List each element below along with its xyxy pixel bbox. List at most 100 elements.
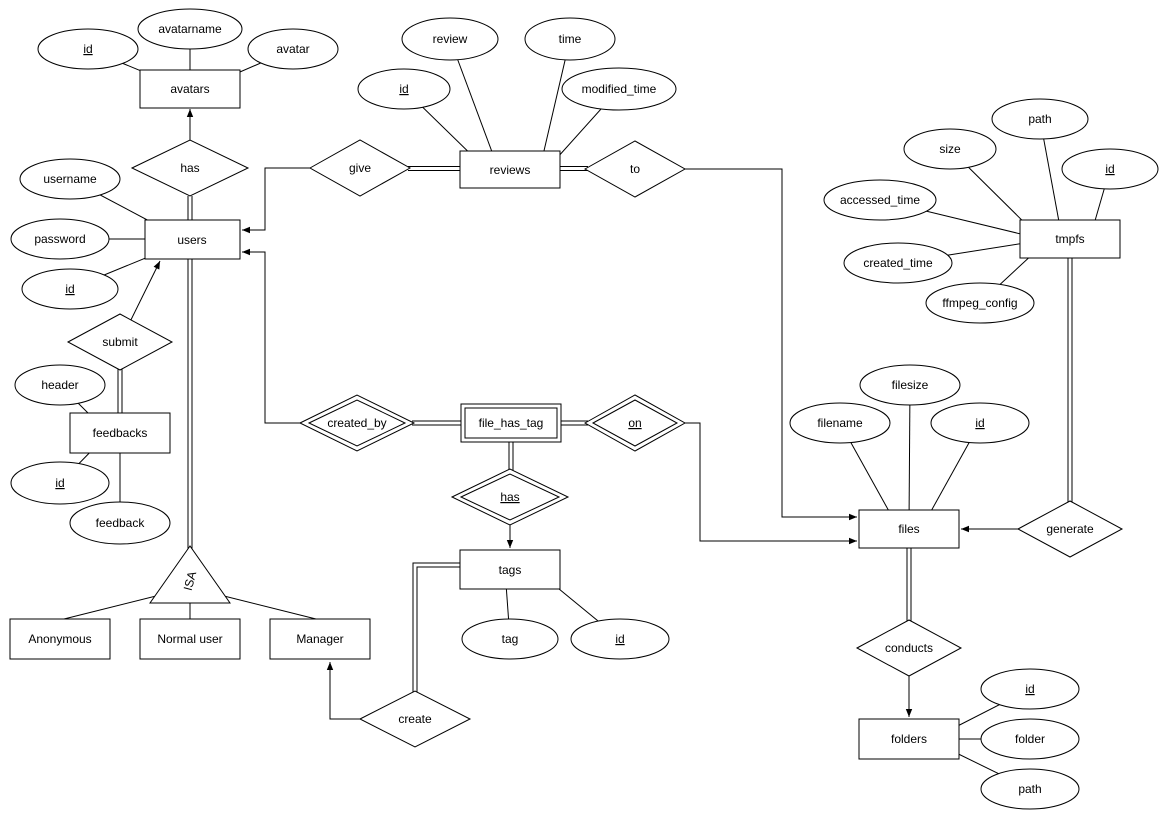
entity-users-shape	[144, 219, 241, 260]
attribute-tmpfs-size-shape	[903, 128, 997, 170]
relationship-has-tag: has	[450, 468, 570, 526]
entity-files: files	[858, 509, 960, 549]
attributes: id avatarname avatar review time id modi…	[10, 8, 1159, 810]
relationship-created-by: created_by	[298, 394, 416, 452]
relationship-has-avatar-shape	[130, 139, 250, 197]
relationship-to-label: to	[630, 162, 640, 176]
attribute-filesize: filesize	[859, 364, 961, 406]
entity-file-has-tag-label: file_has_tag	[479, 416, 544, 430]
attribute-feedbacks-id: id	[10, 461, 110, 505]
attribute-filename-shape	[789, 402, 891, 444]
edge-isa-anonymous	[59, 591, 173, 621]
attribute-header-label: header	[41, 378, 78, 392]
attribute-feedbacks-id-label: id	[55, 476, 64, 490]
relationship-has-avatar-label: has	[180, 161, 199, 175]
entity-anonymous: Anonymous	[9, 618, 111, 660]
attribute-password-label: password	[34, 232, 85, 246]
relationship-conducts: conducts	[855, 619, 963, 677]
entity-users-label: users	[177, 233, 206, 247]
edge-reviews-to-double	[558, 166, 588, 171]
edge-files-conducts-double	[906, 547, 912, 622]
attribute-folders-path: path	[980, 768, 1080, 810]
attribute-feedback: feedback	[69, 501, 171, 545]
attribute-avatar: avatar	[247, 28, 339, 70]
attribute-ffmpeg-config: ffmpeg_config	[925, 282, 1035, 324]
attribute-tmpfs-id-shape	[1061, 148, 1159, 190]
attribute-avatarname-label: avatarname	[158, 22, 222, 36]
attribute-tag-shape	[461, 618, 559, 660]
attribute-avatarname-shape	[137, 8, 243, 50]
attribute-username-label: username	[43, 172, 97, 186]
attribute-tmpfs-size-label: size	[939, 142, 961, 156]
edge-attr-filesize	[908, 384, 911, 526]
relationship-on: on	[583, 394, 687, 452]
attribute-avatarname: avatarname	[137, 8, 243, 50]
relationship-generate-shape	[1016, 500, 1124, 558]
relationship-give-shape	[308, 139, 412, 197]
attribute-folders-id: id	[980, 668, 1080, 710]
attribute-filename: filename	[789, 402, 891, 444]
relationship-conducts-shape	[855, 619, 963, 677]
entity-folders: folders	[858, 718, 960, 760]
attribute-time-label: time	[559, 32, 582, 46]
attribute-avatars-id: id	[37, 28, 139, 70]
attribute-users-id-shape	[21, 268, 119, 310]
attribute-ffmpeg-config-shape	[925, 282, 1035, 324]
attribute-folder: folder	[980, 718, 1080, 760]
relationship-generate: generate	[1016, 500, 1124, 558]
attribute-reviews-id-shape	[357, 68, 451, 110]
entity-reviews: reviews	[459, 150, 561, 189]
attribute-review: review	[401, 17, 499, 61]
relationship-submit-shape	[66, 313, 174, 371]
entity-tmpfs-shape	[1019, 219, 1121, 259]
attribute-tags-id-shape	[570, 618, 670, 660]
attribute-accessed-time: accessed_time	[823, 179, 937, 221]
entity-avatars: avatars	[139, 69, 241, 109]
attribute-ffmpeg-config-label: ffmpeg_config	[942, 296, 1017, 310]
entity-avatars-shape	[139, 69, 241, 109]
attribute-password: password	[10, 218, 110, 260]
relationship-submit: submit	[66, 313, 174, 371]
attribute-created-time-label: created_time	[863, 256, 933, 270]
entities: avatars users reviews tmpfs feedbacks fi…	[9, 69, 1121, 760]
attribute-tmpfs-path-shape	[991, 98, 1089, 140]
relationship-created-by-label: created_by	[327, 416, 386, 430]
entity-files-label: files	[898, 522, 919, 536]
attribute-folder-shape	[980, 718, 1080, 760]
relationship-create: create	[358, 690, 472, 748]
edge-createdby-filehastag-double	[412, 420, 463, 426]
relationship-to: to	[583, 140, 687, 198]
entity-anonymous-shape	[9, 618, 111, 660]
attribute-username: username	[19, 158, 121, 200]
entity-feedbacks: feedbacks	[69, 412, 171, 454]
relationship-submit-label: submit	[102, 335, 138, 349]
attribute-folders-id-shape	[980, 668, 1080, 710]
attribute-users-id: id	[21, 268, 119, 310]
relationship-to-shape	[583, 140, 687, 198]
attribute-filesize-label: filesize	[892, 378, 929, 392]
edge-filehastag-on-double	[559, 420, 588, 426]
edge-attr-time	[539, 38, 571, 169]
attribute-avatar-label: avatar	[276, 42, 309, 56]
relationship-give: give	[308, 139, 412, 197]
edge-tmpfs-generate-double	[1067, 257, 1073, 505]
attribute-review-shape	[401, 17, 499, 61]
attribute-avatar-shape	[247, 28, 339, 70]
edge-feedbacks-submit-double	[117, 368, 123, 415]
attribute-tmpfs-id: id	[1061, 148, 1159, 190]
edge-users-has-double	[187, 196, 193, 221]
edge-filehastag-has-double	[508, 440, 514, 472]
edge-attr-review	[449, 38, 499, 169]
isa-label: ISA	[181, 570, 200, 592]
attribute-filename-label: filename	[817, 416, 863, 430]
attribute-folders-path-label: path	[1018, 782, 1041, 796]
entity-manager-label: Manager	[296, 632, 343, 646]
attribute-reviews-id: id	[357, 68, 451, 110]
entity-reviews-label: reviews	[490, 163, 531, 177]
attribute-tags-id-label: id	[615, 632, 624, 646]
attribute-password-shape	[10, 218, 110, 260]
attribute-header-shape	[14, 364, 106, 406]
edge-createdby-users-arrow	[242, 248, 357, 424]
relationship-on-label: on	[628, 416, 641, 430]
